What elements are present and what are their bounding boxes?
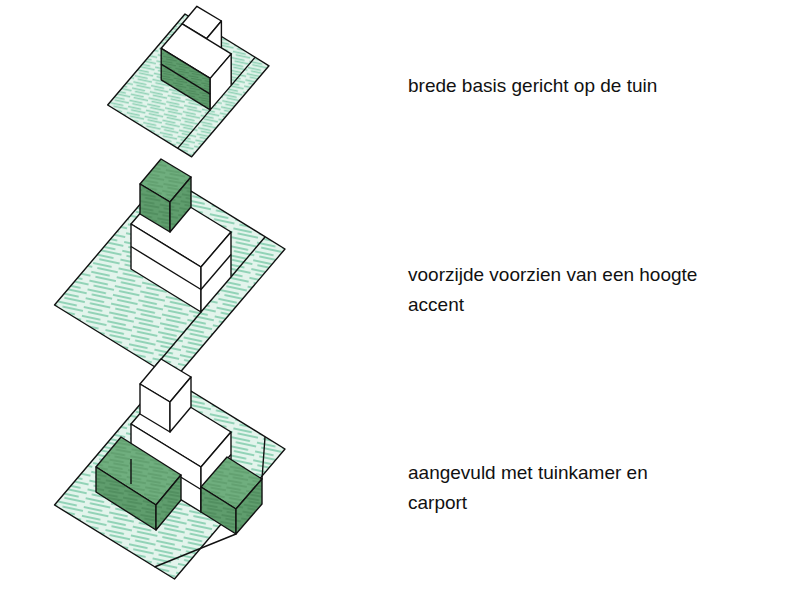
caption-label: brede basis gericht op de tuin <box>408 71 788 101</box>
massing-sketch-2 <box>55 159 286 379</box>
caption-label: aangevuld met tuinkamer en carport <box>408 458 680 518</box>
massing-sketch-3 <box>55 359 286 579</box>
massing-sketch-1 <box>108 6 269 157</box>
caption-label: voorzijde voorzien van een hoogte accent <box>408 260 743 320</box>
